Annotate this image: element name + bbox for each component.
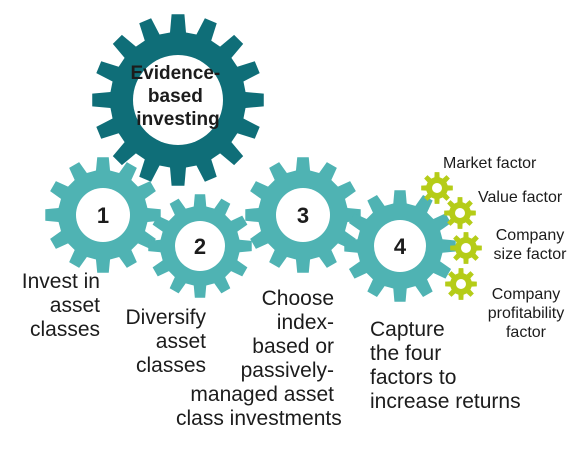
factor-profitability-gear-center bbox=[456, 279, 466, 289]
factor-value-label: Value factor bbox=[478, 188, 562, 207]
factor-line: Market factor bbox=[443, 155, 537, 172]
factor-line: profitability bbox=[487, 305, 565, 322]
step-3-line: managed asset bbox=[190, 383, 334, 406]
factor-size-gear bbox=[450, 232, 482, 264]
factor-value-gear bbox=[444, 197, 476, 229]
step-4-label: Capture the four factors to increase ret… bbox=[370, 318, 540, 414]
step-4-number: 4 bbox=[394, 234, 407, 259]
step-1-line: Invest in bbox=[21, 270, 100, 293]
factor-market-gear bbox=[421, 172, 453, 204]
factor-line: Company bbox=[491, 286, 561, 303]
step-1-label: Invest in asset classes bbox=[8, 270, 100, 342]
step-4-line: Capture bbox=[370, 318, 445, 341]
step-3-line: index- bbox=[276, 311, 334, 334]
step-3-line: passively- bbox=[240, 359, 334, 382]
factor-profitability-gear bbox=[445, 268, 477, 300]
step-2-gear-center bbox=[175, 221, 225, 271]
step-3-line: class investments bbox=[176, 407, 342, 430]
main-gear-label: Evidence- based investing bbox=[130, 63, 225, 130]
factor-size-label: Company size factor bbox=[486, 226, 574, 264]
step-4-gear-center bbox=[374, 220, 426, 272]
step-2-gear bbox=[148, 194, 252, 298]
main-gear-line: based bbox=[148, 86, 203, 107]
factor-profitability-label: Company profitability factor bbox=[474, 285, 578, 342]
step-1-line: asset bbox=[49, 294, 100, 317]
factor-line: Company bbox=[495, 227, 565, 244]
factor-market-gear-center bbox=[432, 183, 442, 193]
factor-market-label: Market factor bbox=[443, 154, 536, 173]
step-4-line: factors to bbox=[370, 366, 457, 389]
step-3-label: Choose index- based or passively- manage… bbox=[176, 287, 342, 431]
step-1-gear-center bbox=[76, 188, 130, 242]
factor-line: Value factor bbox=[478, 189, 563, 206]
main-gear-line: Evidence- bbox=[130, 63, 220, 84]
main-gear-center bbox=[133, 55, 223, 145]
factor-size-gear-center bbox=[461, 243, 471, 253]
step-1-number: 1 bbox=[97, 203, 109, 228]
step-3-gear-center bbox=[276, 188, 330, 242]
factor-line: size factor bbox=[493, 246, 567, 263]
step-4-line: the four bbox=[370, 342, 442, 365]
step-2-line: classes bbox=[135, 354, 206, 377]
step-1-line: classes bbox=[29, 318, 100, 341]
main-gear bbox=[92, 14, 264, 186]
main-gear-line: investing bbox=[136, 109, 219, 130]
step-2-label: Diversify asset classes bbox=[112, 306, 206, 378]
step-2-line: asset bbox=[155, 330, 206, 353]
factor-line: factor bbox=[505, 324, 546, 341]
gears-layer bbox=[45, 14, 482, 302]
step-3-number: 3 bbox=[297, 203, 309, 228]
step-2-line: Diversify bbox=[125, 306, 206, 329]
factor-value-gear-center bbox=[455, 208, 465, 218]
step-4-line: increase returns bbox=[370, 390, 521, 413]
step-2-number: 2 bbox=[194, 234, 206, 259]
step-1-gear bbox=[45, 157, 161, 273]
step-3-line: Choose bbox=[261, 287, 334, 310]
step-3-line: based or bbox=[252, 335, 334, 358]
step-3-gear bbox=[245, 157, 361, 273]
step-4-gear bbox=[344, 190, 456, 302]
